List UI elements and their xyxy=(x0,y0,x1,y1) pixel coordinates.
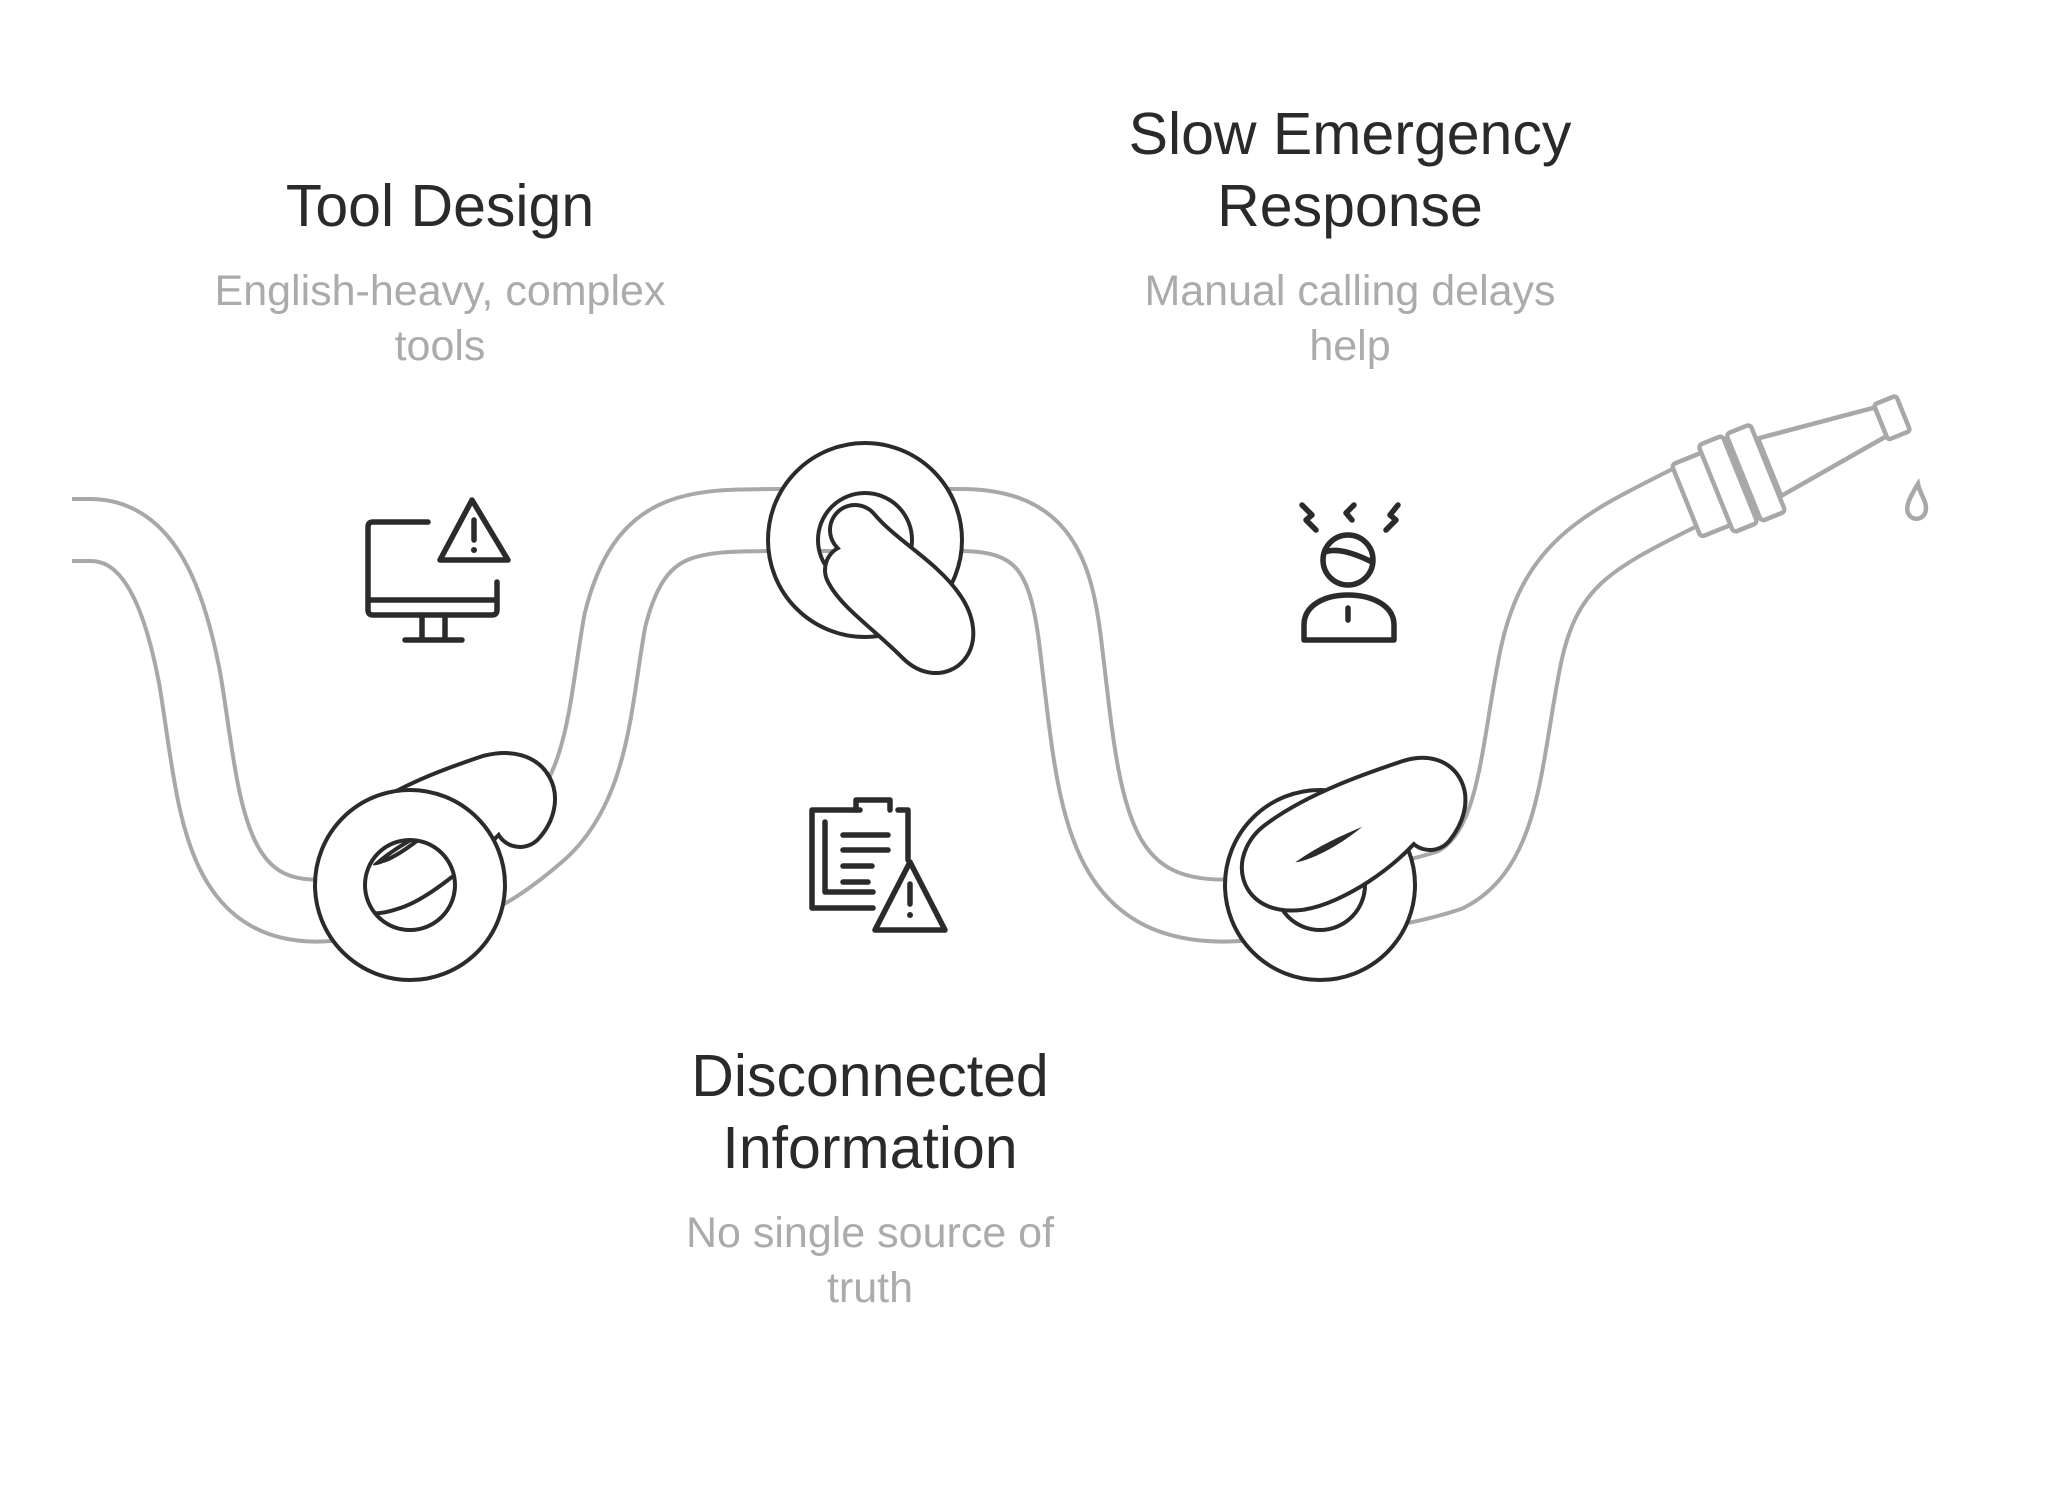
stage-disconnected-information: Disconnected Information No single sourc… xyxy=(600,1040,1140,1316)
monitor-warning-icon xyxy=(365,497,511,643)
stage-title: Tool Design xyxy=(285,173,595,239)
knot-2 xyxy=(766,441,976,675)
stage-description: Manual calling delays help xyxy=(1144,267,1556,370)
stage-title: Slow Emergency Response xyxy=(1128,101,1572,239)
stage-description: No single source of truth xyxy=(685,1209,1055,1312)
clipboard-warning-icon xyxy=(809,797,948,933)
stage-title: Disconnected Information xyxy=(691,1043,1049,1181)
stage-description: English-heavy, complex tools xyxy=(214,267,666,370)
stage-tool-design: Tool Design English-heavy, complex tools xyxy=(170,170,710,374)
knot-3 xyxy=(1223,755,1468,982)
water-drop-icon xyxy=(1905,478,1929,521)
knot-1 xyxy=(313,751,557,982)
stressed-person-icon xyxy=(1299,502,1401,643)
stage-slow-emergency-response: Slow Emergency Response Manual calling d… xyxy=(1070,98,1630,374)
hose-nozzle xyxy=(1670,394,1912,539)
